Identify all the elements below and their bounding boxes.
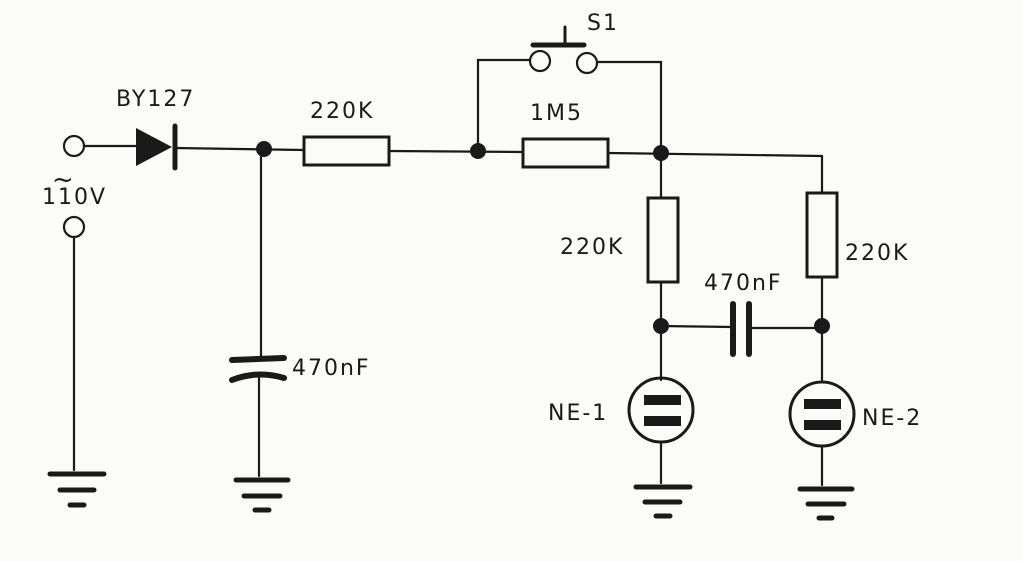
capacitor-c1: 470nF xyxy=(229,147,371,478)
resistor-r4: 220K xyxy=(805,154,909,382)
junction-node-a xyxy=(256,141,272,157)
s1-contact-left xyxy=(528,49,552,73)
diode-by127: BY127 xyxy=(116,87,195,171)
c1-plate-bottom xyxy=(229,371,287,383)
r1-label: 220K xyxy=(310,99,374,124)
s1-label: S1 xyxy=(587,11,619,36)
resistor-r1: 220K xyxy=(302,99,391,167)
supply-input: ~ 110V xyxy=(42,134,107,508)
ne1-electrode-bottom xyxy=(644,416,681,426)
diode-anode-triangle xyxy=(136,128,172,166)
r3-label: 220K xyxy=(560,235,624,260)
capacitor-c2: 470nF xyxy=(659,271,824,357)
ne1-electrode-top xyxy=(644,395,681,405)
ac-symbol: ~ xyxy=(52,165,76,195)
r4-label: 220K xyxy=(845,241,909,266)
supply-voltage-label: 110V xyxy=(42,185,107,210)
r2-body xyxy=(521,137,610,169)
neon-lamp-ne1: NE-1 xyxy=(548,376,695,485)
resistor-r2: 1M5 xyxy=(521,101,610,169)
input-terminal-bottom xyxy=(62,215,86,239)
ground-symbol-2 xyxy=(233,477,291,513)
r3-body xyxy=(646,196,680,284)
r1-body xyxy=(302,135,391,167)
input-terminal-top xyxy=(62,134,86,158)
ne2-label: NE-2 xyxy=(862,406,922,431)
ground-symbol-4 xyxy=(797,486,855,521)
c2-label: 470nF xyxy=(704,271,783,296)
ne1-label: NE-1 xyxy=(548,401,608,426)
resistor-r3: 220K xyxy=(560,151,680,382)
c1-plate-top xyxy=(229,355,287,363)
c1-label: 470nF xyxy=(292,356,371,381)
ground-symbol-3 xyxy=(633,484,693,519)
neon-lamp-ne2: NE-2 xyxy=(788,380,922,487)
pushbutton-s1: S1 xyxy=(476,11,663,155)
ne1-envelope xyxy=(627,376,695,444)
diode-label: BY127 xyxy=(116,87,195,112)
r4-body xyxy=(805,191,839,279)
s1-contact-right xyxy=(575,51,599,75)
r2-label: 1M5 xyxy=(530,101,583,126)
ne2-electrode-bottom xyxy=(804,420,841,430)
junction-node-e xyxy=(814,318,830,334)
ground-symbol-1 xyxy=(47,471,107,508)
ne2-electrode-top xyxy=(804,399,841,409)
ne2-envelope xyxy=(788,380,856,448)
